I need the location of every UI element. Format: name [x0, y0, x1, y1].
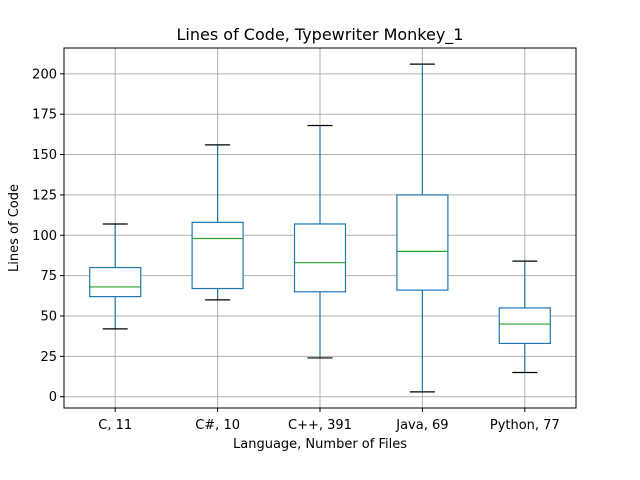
- y-tick-label: 25: [40, 350, 57, 365]
- y-tick-label: 150: [32, 148, 57, 163]
- box-group: [498, 260, 551, 374]
- y-tick-label: 50: [40, 309, 57, 324]
- x-tick-label: C, 11: [98, 418, 132, 433]
- box-layer: [89, 63, 551, 393]
- iqr-box: [89, 266, 142, 298]
- y-tick-label: 175: [32, 108, 57, 123]
- box-group: [293, 124, 347, 359]
- iqr-box: [396, 194, 449, 291]
- box-group: [396, 63, 449, 393]
- x-tick-label: Java, 69: [395, 418, 448, 433]
- y-tick-label: 200: [32, 67, 57, 82]
- x-tick-label: C#, 10: [195, 418, 240, 433]
- tick-layer: 0 25 50 75 100 125 150 175 200 C, 11 C#, 10 C++, 39…: [32, 67, 560, 433]
- x-axis-label: Language, Number of Files: [233, 437, 407, 452]
- y-tick-label: 0: [49, 390, 57, 405]
- x-tick-label: C++, 391: [288, 418, 352, 433]
- iqr-box: [293, 223, 347, 293]
- y-tick-label: 75: [40, 269, 57, 284]
- y-tick-label: 125: [32, 188, 57, 203]
- iqr-box: [498, 307, 551, 345]
- iqr-box: [191, 221, 244, 290]
- box-group: [89, 223, 142, 330]
- y-tick-label: 100: [32, 229, 57, 244]
- y-axis-label: Lines of Code: [7, 184, 22, 272]
- chart-title: Lines of Code, Typewriter Monkey_1: [177, 25, 464, 45]
- box-group: [191, 144, 244, 301]
- x-tick-label: Python, 77: [490, 418, 560, 433]
